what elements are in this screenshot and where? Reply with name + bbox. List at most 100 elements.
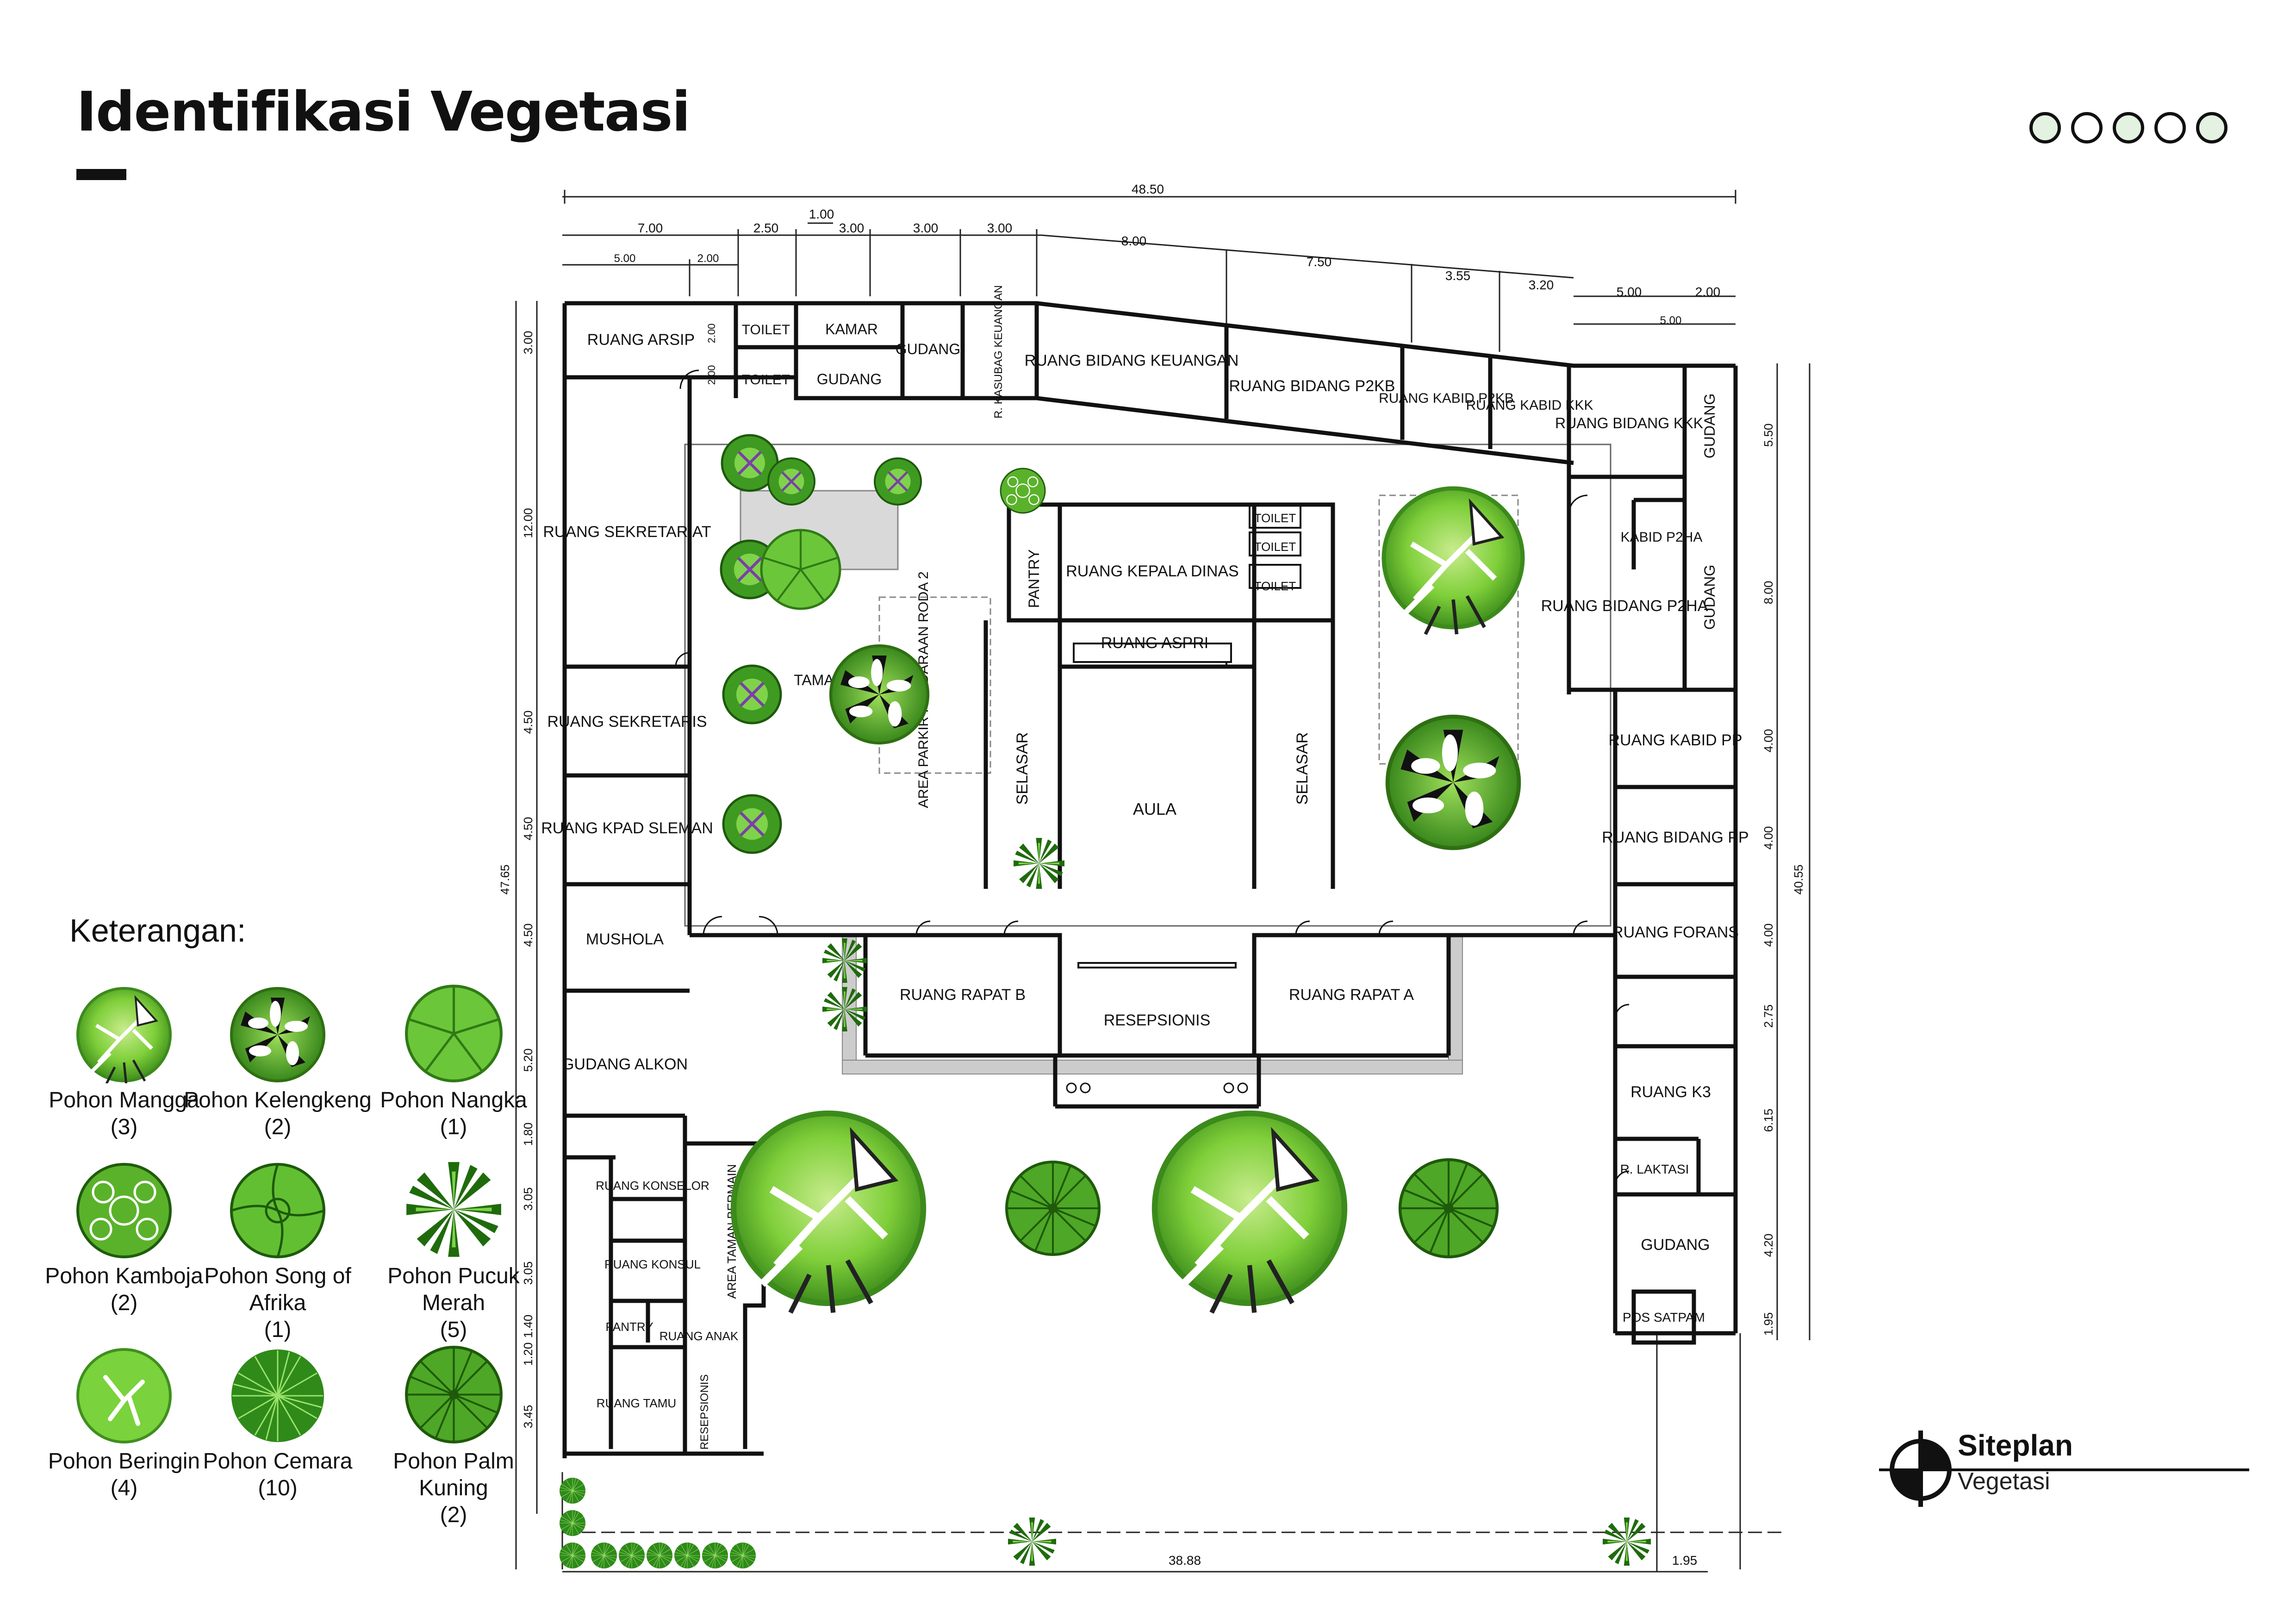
- building-walls: [562, 301, 1738, 1458]
- room-toilet: TOILET: [742, 372, 790, 387]
- dim-left-small: 2.00: [706, 324, 717, 344]
- page-title: Identifikasi Vegetasi: [76, 80, 691, 144]
- dim-bottom-right: 1.95: [1672, 1553, 1698, 1568]
- nangka-tree-icon: [761, 530, 840, 609]
- dim-left-seg: 3.05: [521, 1262, 535, 1285]
- cemara-tree-icon: [591, 1542, 617, 1569]
- legend-label: Pohon Pucuk Merah: [387, 1264, 520, 1315]
- room-forans: RUANG FORANS: [1612, 924, 1739, 941]
- palm-kuning-tree-icon: [1007, 1162, 1099, 1255]
- dim-right-seg: 4.00: [1761, 924, 1775, 947]
- page-indicator: [2029, 112, 2228, 144]
- room-bidang-pp: RUANG BIDANG PP: [1602, 829, 1748, 846]
- pucuk-merah-tree-icon: [1008, 1518, 1056, 1566]
- cemara-tree-icon: [674, 1542, 701, 1569]
- dim-left-seg: 1.20: [521, 1343, 535, 1366]
- legend-label: Pohon Kamboja: [45, 1264, 203, 1288]
- room-pantry: PANTRY: [1026, 550, 1042, 608]
- room-gudang-alkon: GUDANG ALKON: [562, 1056, 688, 1073]
- kelengkeng-tree-icon: [1388, 717, 1519, 848]
- dim-top-seg: 3.20: [1529, 278, 1554, 292]
- dim-left-seg: 3.05: [521, 1187, 535, 1211]
- room-satpam: POS SATPAM: [1623, 1310, 1705, 1324]
- room-sekretaris: RUANG SEKRETARIS: [547, 713, 707, 731]
- room-kabid-p2ha: KABID P2HA: [1621, 530, 1703, 545]
- room-kabid-pp: RUANG KABID PP: [1608, 731, 1742, 749]
- shrub-icon: [768, 458, 815, 505]
- kamboja-tree-icon: [75, 1162, 173, 1259]
- dimension-lines: [515, 196, 1811, 1573]
- dim-left-seg: 3.45: [521, 1405, 535, 1429]
- room-gudang: GUDANG: [1701, 565, 1718, 630]
- legend-item: Pohon Kamboja (2): [27, 1162, 221, 1317]
- legend-label: Pohon Song of Afrika: [204, 1264, 351, 1315]
- page-dot: [2071, 112, 2103, 144]
- north-arrow-icon: [1879, 1430, 2249, 1507]
- legend-title: Keterangan:: [69, 912, 246, 949]
- legend-label: Pohon Palm Kuning: [393, 1449, 514, 1500]
- dim-top-sub: 2.00: [697, 252, 719, 265]
- shrub-icon: [875, 458, 921, 505]
- room-laktasi: R. LAKTASI: [1620, 1162, 1689, 1176]
- dim-right-seg: 4.00: [1761, 826, 1775, 850]
- room-resepsionis: RESEPSIONIS: [698, 1374, 711, 1450]
- room-kamar: KAMAR: [825, 321, 878, 337]
- parking-zone: [878, 596, 991, 774]
- dim-left-total: 47.65: [498, 864, 512, 894]
- dim-left-seg: 1.80: [521, 1123, 535, 1146]
- dim-top-seg: 8.00: [1121, 234, 1147, 248]
- room-bidang-p2ha: RUANG BIDANG P2HA: [1541, 597, 1708, 615]
- cemara-tree-icon: [729, 1542, 756, 1569]
- legend-count: (1): [264, 1318, 292, 1342]
- beringin-tree-icon: [75, 1347, 173, 1444]
- legend-count: (2): [440, 1503, 467, 1527]
- room-mushola: MUSHOLA: [586, 931, 664, 948]
- dim-top-seg: 3.00: [839, 221, 865, 235]
- kamboja-tree-icon: [1000, 468, 1046, 514]
- page-dot: [2196, 112, 2228, 144]
- pucuk-merah-tree-icon: [822, 938, 867, 983]
- room-aspri: RUANG ASPRI: [1101, 634, 1208, 652]
- room-kpad: RUANG KPAD SLEMAN: [541, 819, 713, 837]
- cemara-tree-icon: [230, 1349, 325, 1443]
- dim-right-total: 40.55: [1792, 864, 1805, 894]
- dim-top-total: 48.50: [1132, 182, 1164, 196]
- room-keuangan: RUANG BIDANG KEUANGAN: [1025, 352, 1239, 369]
- room-konselor: RUANG KONSELOR: [596, 1179, 709, 1193]
- room-resepsionis: RESEPSIONIS: [1104, 1012, 1211, 1029]
- dim-top-seg: 2.00: [1695, 285, 1721, 299]
- room-kabid-p2kb: RUANG KABID P2KB: [1379, 391, 1514, 406]
- dim-top-sub: 5.00: [614, 252, 636, 265]
- room-selasar: SELASAR: [1294, 732, 1311, 805]
- mangga-tree-icon: [734, 1113, 923, 1313]
- legend-label: Pohon Mangga: [49, 1088, 199, 1112]
- dim-top-seg: 2.50: [753, 221, 779, 235]
- room-gudang: GUDANG: [1641, 1236, 1710, 1254]
- room-rapat-b: RUANG RAPAT B: [900, 986, 1026, 1004]
- dim-left-seg: 5.20: [521, 1049, 535, 1072]
- pucuk-merah-tree-icon: [406, 1162, 501, 1257]
- room-toilet: TOILET: [1254, 579, 1296, 593]
- title-underline: [76, 169, 126, 180]
- legend-item: Pohon Cemara (10): [180, 1347, 375, 1502]
- pucuk-merah-tree-icon: [822, 987, 867, 1031]
- shrub-icon: [723, 666, 781, 723]
- dim-right-seg: 8.00: [1761, 581, 1775, 605]
- dim-top-seg: 3.55: [1445, 269, 1471, 283]
- room-gudang: GUDANG: [896, 341, 960, 357]
- dim-left-seg: 3.00: [521, 331, 535, 355]
- legend-item: Pohon Song of Afrika (1): [180, 1162, 375, 1343]
- room-toilet: TOILET: [742, 322, 790, 337]
- dim-right-seg: 6.15: [1761, 1109, 1775, 1132]
- dim-right-seg: 1.95: [1761, 1312, 1775, 1336]
- dim-top-seg: 3.00: [913, 221, 939, 235]
- room-konsul: RUANG KONSUL: [604, 1257, 701, 1271]
- legend-count: (3): [110, 1115, 138, 1139]
- dim-top-seg: 7.50: [1307, 255, 1332, 269]
- pucuk-merah-tree-icon: [1603, 1518, 1651, 1566]
- legend-item: Pohon Beringin (4): [27, 1347, 221, 1502]
- legend-label: Pohon Cemara: [203, 1449, 353, 1474]
- cemara-tree-icon: [559, 1510, 586, 1537]
- legend-label: Pohon Kelengkeng: [184, 1088, 372, 1112]
- cemara-tree-icon: [559, 1477, 586, 1504]
